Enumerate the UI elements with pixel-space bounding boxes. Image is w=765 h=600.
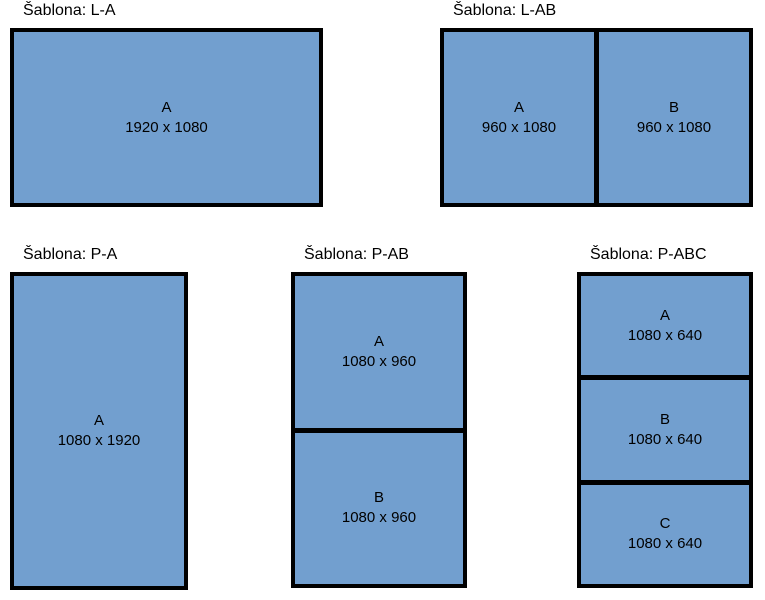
zone-b: B 1080 x 640 [581, 375, 749, 479]
zone-size: 960 x 1080 [636, 118, 712, 136]
zone-size: 1920 x 1080 [125, 118, 208, 136]
zone-name: B [668, 98, 679, 116]
zone-a: A 1920 x 1080 [14, 32, 319, 203]
template-title: Šablona: P-AB [304, 246, 409, 263]
zone-a: A 960 x 1080 [444, 32, 594, 203]
zone-size: 1080 x 640 [627, 535, 703, 553]
zone-size: 1080 x 960 [341, 352, 417, 370]
zone-size: 1080 x 960 [341, 509, 417, 527]
template-title: Šablona: P-ABC [590, 246, 707, 263]
zone-size: 1080 x 640 [627, 430, 703, 448]
template-title: Šablona: P-A [23, 246, 118, 263]
zone-name: A [513, 98, 524, 116]
zone-size: 960 x 1080 [481, 118, 557, 136]
template-panel-p-ab: Šablona: P-AB A 1080 x 960 B 1080 x 960 [291, 246, 467, 588]
template-frame-p-abc: A 1080 x 640 B 1080 x 640 C 1080 x 640 [577, 272, 753, 588]
template-title: Šablona: L-AB [453, 2, 557, 19]
template-frame-l-ab: A 960 x 1080 B 960 x 1080 [440, 28, 753, 207]
zone-a: A 1080 x 640 [581, 276, 749, 375]
template-panel-l-a: Šablona: L-A A 1920 x 1080 [10, 2, 323, 207]
template-frame-p-a: A 1080 x 1920 [10, 272, 188, 590]
template-frame-l-a: A 1920 x 1080 [10, 28, 323, 207]
zone-a: A 1080 x 1920 [14, 276, 184, 586]
zone-b: B 960 x 1080 [594, 32, 749, 203]
zone-name: B [659, 410, 670, 428]
zone-name: A [93, 412, 104, 429]
template-panel-p-a: Šablona: P-A A 1080 x 1920 [10, 246, 188, 590]
zone-b: B 1080 x 960 [295, 427, 463, 585]
template-panel-l-ab: Šablona: L-AB A 960 x 1080 B 960 x 1080 [440, 2, 753, 207]
zone-size: 1080 x 640 [627, 326, 703, 344]
template-panel-p-abc: Šablona: P-ABC A 1080 x 640 B 1080 x 640… [577, 246, 753, 588]
zone-size: 1080 x 1920 [57, 432, 141, 449]
zone-a: A 1080 x 960 [295, 276, 463, 428]
zone-c: C 1080 x 640 [581, 479, 749, 584]
zone-name: B [373, 489, 384, 507]
template-title: Šablona: L-A [23, 2, 116, 19]
template-frame-p-ab: A 1080 x 960 B 1080 x 960 [291, 272, 467, 588]
zone-name: A [659, 306, 670, 324]
zone-name: C [659, 515, 671, 533]
zone-name: A [373, 332, 384, 350]
zone-name: A [161, 98, 172, 116]
